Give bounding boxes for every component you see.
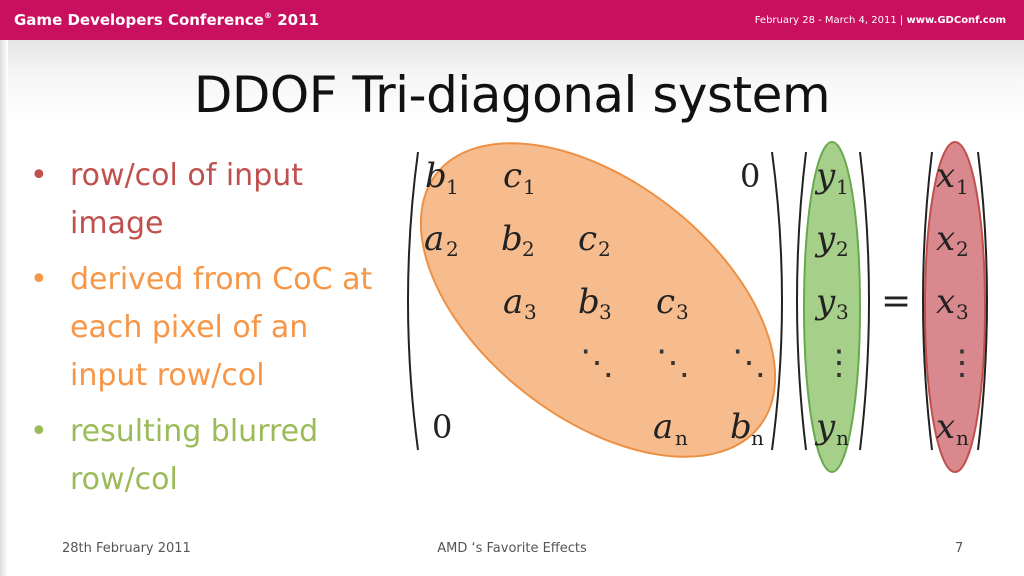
svg-text:y: y (814, 407, 836, 447)
svg-text:c: c (503, 156, 522, 196)
svg-text:x: x (936, 156, 955, 196)
y-right-paren (859, 151, 870, 451)
svg-text:⋱: ⋱ (732, 343, 766, 383)
svg-text:⋮: ⋮ (822, 343, 856, 383)
svg-text:a: a (424, 219, 444, 259)
header-splash (0, 40, 1024, 120)
svg-text:1: 1 (836, 175, 849, 199)
x-vector-highlight (924, 141, 986, 473)
svg-text:b: b (730, 407, 752, 447)
website-link[interactable]: www.GDConf.com (906, 15, 1006, 26)
svg-text:x: x (936, 407, 955, 447)
y-left-paren (796, 151, 807, 451)
svg-text:x: x (936, 282, 955, 322)
svg-text:2: 2 (836, 237, 849, 261)
svg-text:3: 3 (836, 300, 849, 324)
svg-text:0: 0 (432, 408, 452, 446)
x-right-paren (977, 151, 988, 451)
svg-text:n: n (751, 426, 764, 450)
svg-text:3: 3 (599, 300, 612, 324)
svg-text:2: 2 (522, 237, 535, 261)
svg-text:x: x (936, 219, 955, 259)
svg-text:b: b (425, 156, 447, 196)
svg-text:1: 1 (446, 175, 459, 199)
slide-left-edge (0, 40, 8, 576)
svg-text:⋱: ⋱ (580, 343, 614, 383)
x-left-paren (922, 151, 933, 451)
matrix-right-paren (771, 151, 783, 451)
svg-text:⋱: ⋱ (656, 343, 690, 383)
svg-text:3: 3 (524, 300, 537, 324)
svg-text:2: 2 (446, 237, 459, 261)
svg-text:a: a (503, 282, 523, 322)
svg-text:0: 0 (740, 157, 760, 195)
footer-date: 28th February 2011 (62, 541, 191, 556)
matrix-row-3: a 3 b 3 c 3 (503, 282, 689, 324)
matrix-diagonal-dots: ⋱ ⋱ ⋱ (580, 343, 766, 383)
svg-text:n: n (956, 426, 969, 450)
header-bar: Game Developers Conference® 2011 Februar… (0, 0, 1024, 40)
svg-text:b: b (501, 219, 523, 259)
svg-text:y: y (814, 156, 836, 196)
y-vector: y 1 y 2 y 3 ⋮ y n (814, 156, 856, 450)
svg-text:1: 1 (956, 175, 969, 199)
svg-text:c: c (656, 282, 675, 322)
svg-text:3: 3 (956, 300, 969, 324)
svg-text:3: 3 (676, 300, 689, 324)
svg-text:⋮: ⋮ (945, 343, 979, 383)
y-vector-highlight (803, 141, 861, 473)
svg-text:y: y (814, 219, 836, 259)
svg-text:a: a (653, 407, 673, 447)
svg-text:1: 1 (523, 175, 536, 199)
footer-page-number: 7 (955, 541, 964, 556)
matrix-row-1: b 1 c 1 0 (425, 156, 760, 199)
svg-text:c: c (578, 219, 597, 259)
conference-title: Game Developers Conference® 2011 (14, 11, 319, 29)
conference-dates: February 28 - March 4, 2011 | www.GDConf… (754, 15, 1006, 26)
matrix-highlight (419, 142, 777, 458)
svg-text:2: 2 (598, 237, 611, 261)
svg-text:n: n (675, 426, 688, 450)
svg-text:y: y (814, 282, 836, 322)
svg-text:b: b (578, 282, 600, 322)
svg-text:n: n (836, 426, 849, 450)
svg-text:2: 2 (956, 237, 969, 261)
equals-sign: = (881, 281, 911, 322)
footer-presentation-title: AMD ‘s Favorite Effects (437, 541, 587, 556)
matrix-row-2: a 2 b 2 c 2 (424, 219, 611, 261)
matrix-left-paren (407, 151, 419, 451)
matrix-row-n: 0 a n b n (432, 407, 764, 450)
x-vector: x 1 x 2 x 3 ⋮ x n (936, 156, 979, 450)
slide-title: DDOF Tri-diagonal system (193, 66, 831, 124)
